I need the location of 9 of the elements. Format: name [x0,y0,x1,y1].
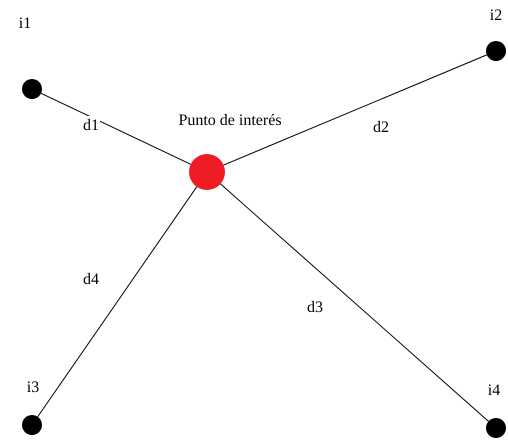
connector-line [220,183,490,422]
connector-line [40,92,192,165]
point-label: i4 [486,381,502,401]
point-label: i1 [18,14,32,34]
connector-line [37,186,198,418]
connector-line [223,54,488,166]
point-label: i2 [488,6,504,26]
point-label: i3 [26,378,40,398]
point-label: Punto de interés [177,111,283,131]
